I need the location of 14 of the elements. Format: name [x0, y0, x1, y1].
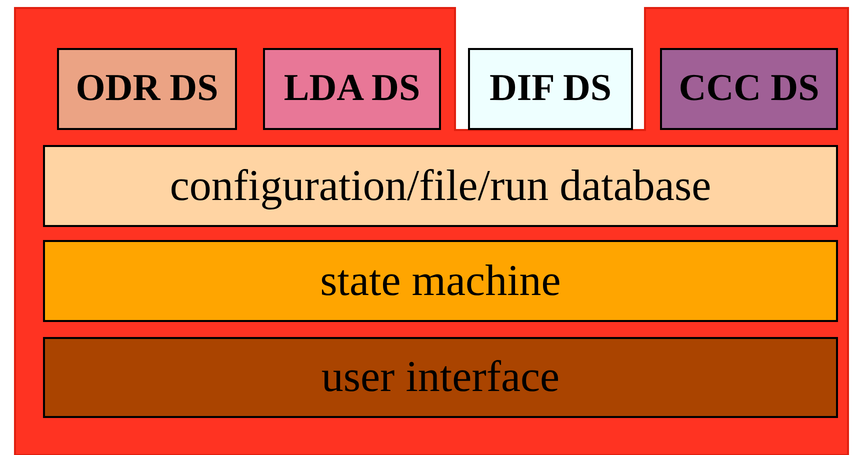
module-label: LDA DS [284, 68, 420, 110]
module-box [263, 48, 441, 130]
layer-box [43, 240, 838, 322]
layer-box [43, 337, 838, 418]
layer-label: user interface [321, 353, 560, 402]
module-box [57, 48, 237, 130]
layer-label: state machine [320, 256, 561, 306]
layer-label: configuration/file/run database [170, 162, 712, 210]
module-label: ODR DS [76, 68, 218, 110]
module-box [660, 48, 838, 130]
module-box [468, 48, 633, 130]
module-label: CCC DS [678, 68, 820, 110]
module-label: DIF DS [489, 68, 612, 110]
layer-box [43, 145, 838, 227]
